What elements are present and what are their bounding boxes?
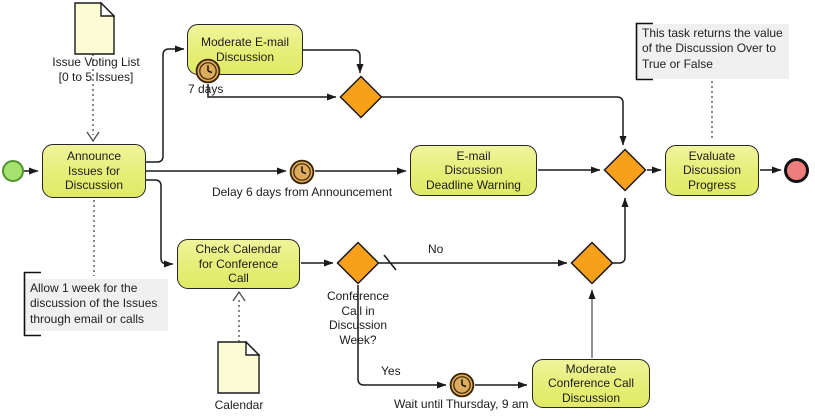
label-wait-until-thursday: Wait until Thursday, 9 am <box>394 397 529 411</box>
label-calendar: Calendar <box>214 398 264 412</box>
default-flow-slash <box>383 254 397 271</box>
gateway-main-merge[interactable] <box>603 148 647 192</box>
timer-icon <box>289 159 315 185</box>
flow-email-gateway-to-main-gateway <box>382 96 627 146</box>
flow-boundary-timer-7days <box>207 84 337 101</box>
gateway-email-merge[interactable] <box>339 75 383 119</box>
task-check-calendar[interactable]: Check Calendar for Conference Call <box>177 239 300 289</box>
label-conference-call-question: Conference Call in Discussion Week? <box>326 289 390 347</box>
document-icon <box>217 340 261 394</box>
data-object-issue-voting-list[interactable] <box>74 1 116 60</box>
end-event[interactable] <box>784 158 809 183</box>
flow-moderate-email-to-gateway <box>303 49 364 74</box>
label-delay-6-days: Delay 6 days from Announcement <box>211 185 393 199</box>
annotation-bracket-icon <box>23 271 41 337</box>
timer-icon <box>195 58 221 84</box>
task-announce-issues[interactable]: Announce Issues for Discussion <box>42 144 146 198</box>
gateway-diamond-icon <box>603 148 647 192</box>
flow-merge-to-main-gateway <box>613 197 629 264</box>
gateway-diamond-icon <box>339 75 383 119</box>
annotation-bracket-icon <box>635 22 653 81</box>
task-evaluate-progress[interactable]: Evaluate Discussion Progress <box>665 145 759 196</box>
label-issue-voting-list: Issue Voting List [0 to 5 Issues] <box>52 55 140 84</box>
association-arrowhead <box>86 131 100 143</box>
data-object-calendar[interactable] <box>217 340 261 399</box>
wait-timer-event[interactable] <box>449 372 475 398</box>
boundary-timer-event[interactable] <box>195 58 221 84</box>
gateway-conference-merge[interactable] <box>570 241 614 285</box>
annotation-text: This task returns the value of the Discu… <box>636 24 789 79</box>
timer-icon <box>449 372 475 398</box>
delay-timer-event[interactable] <box>289 159 315 185</box>
label-7-days: 7 days <box>188 82 224 96</box>
gateway-diamond-icon <box>570 241 614 285</box>
annotation-task-returns-value[interactable]: This task returns the value of the Discu… <box>635 22 789 81</box>
task-moderate-email-discussion[interactable]: Moderate E-mail Discussion <box>187 24 303 75</box>
gateway-conference-decision[interactable] <box>336 241 380 285</box>
gateway-diamond-icon <box>336 241 380 285</box>
label-no: No <box>428 242 444 256</box>
start-event[interactable] <box>2 160 24 182</box>
task-moderate-conference-call[interactable]: Moderate Conference Call Discussion <box>532 359 650 408</box>
task-email-deadline-warning[interactable]: E-mail Discussion Deadline Warning <box>410 145 537 196</box>
flow-announce-to-check-calendar <box>146 179 174 268</box>
annotation-allow-one-week[interactable]: Allow 1 week for the discussion of the I… <box>23 271 168 337</box>
document-icon <box>74 1 116 55</box>
label-yes: Yes <box>381 364 401 378</box>
association-arrowhead <box>232 290 246 302</box>
annotation-text: Allow 1 week for the discussion of the I… <box>24 279 168 331</box>
